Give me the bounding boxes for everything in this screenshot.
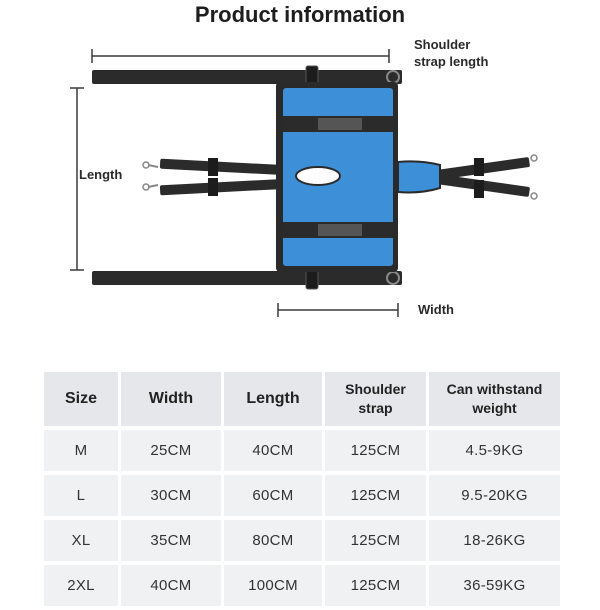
cell-length: 40CM [221, 430, 322, 471]
shoulder-label-line1: Shoulder [414, 37, 471, 52]
length-label: Length [79, 167, 123, 182]
header-weight: Can withstand weight [426, 372, 560, 426]
table-row: XL 35CM 80CM 125CM 18-26KG [44, 520, 560, 561]
cell-shoulder: 125CM [322, 565, 426, 606]
width-dimension-line [277, 303, 399, 317]
cell-shoulder: 125CM [322, 430, 426, 471]
cell-length: 60CM [221, 475, 322, 516]
harness-diagram [70, 49, 538, 317]
cell-length: 100CM [221, 565, 322, 606]
shoulder-label-line2: strap length [414, 54, 489, 69]
cell-weight: 4.5-9KG [426, 430, 560, 471]
cell-weight: 9.5-20KG [426, 475, 560, 516]
table-row: 2XL 40CM 100CM 125CM 36-59KG [44, 565, 560, 606]
harness-pad [276, 82, 441, 272]
cell-shoulder: 125CM [322, 475, 426, 516]
shoulder-strap-length-label: Shoulder strap length [414, 36, 504, 70]
cell-width: 35CM [118, 520, 221, 561]
shoulder-straps [92, 65, 402, 290]
width-label: Width [418, 302, 454, 317]
header-shoulder-line2: strap [358, 400, 393, 416]
table-header-row: Size Width Length Shoulder strap Can wit… [44, 372, 560, 426]
length-dimension-line [70, 87, 84, 271]
size-table: Size Width Length Shoulder strap Can wit… [44, 368, 560, 610]
header-width: Width [118, 372, 221, 426]
header-weight-line1: Can withstand [446, 381, 543, 397]
cell-size: M [44, 430, 118, 471]
table-row: L 30CM 60CM 125CM 9.5-20KG [44, 475, 560, 516]
table-row: M 25CM 40CM 125CM 4.5-9KG [44, 430, 560, 471]
cell-shoulder: 125CM [322, 520, 426, 561]
cell-length: 80CM [221, 520, 322, 561]
cell-weight: 36-59KG [426, 565, 560, 606]
cell-width: 25CM [118, 430, 221, 471]
page-title: Product information [194, 2, 406, 27]
header-length: Length [221, 372, 322, 426]
cell-width: 40CM [118, 565, 221, 606]
header-shoulder-strap: Shoulder strap [322, 372, 426, 426]
header-shoulder-line1: Shoulder [345, 381, 406, 397]
cell-size: L [44, 475, 118, 516]
cell-width: 30CM [118, 475, 221, 516]
header-size: Size [44, 372, 118, 426]
header-weight-line2: weight [472, 400, 517, 416]
cell-size: 2XL [44, 565, 118, 606]
cell-size: XL [44, 520, 118, 561]
shoulder-dimension-line [91, 49, 390, 63]
cell-weight: 18-26KG [426, 520, 560, 561]
